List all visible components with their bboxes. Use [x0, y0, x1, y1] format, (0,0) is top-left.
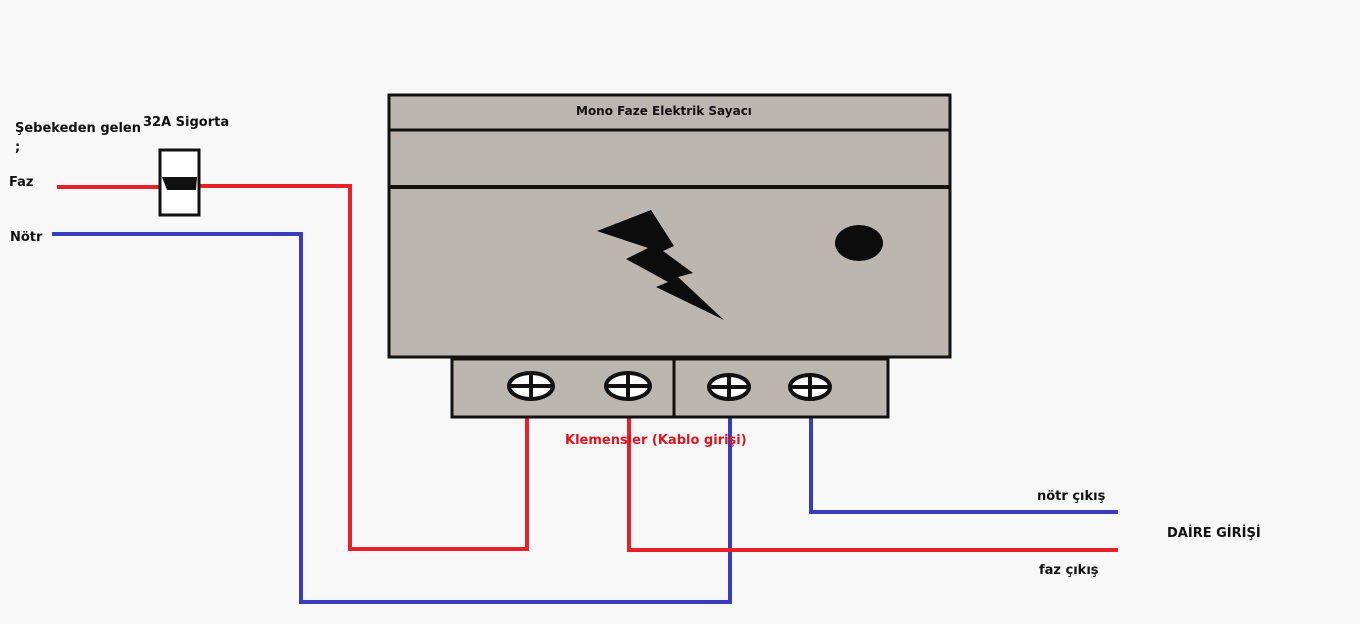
- indicator-dot-icon: [835, 225, 883, 261]
- fuse-switch: [162, 177, 197, 190]
- terminal-screw-icon: [507, 371, 555, 401]
- apartment-label: DAİRE GİRİŞİ: [1167, 526, 1261, 541]
- phase-fused-wire: [198, 184, 529, 551]
- phase-output-wire: [627, 418, 1118, 552]
- lightning-bolt-icon: [597, 210, 724, 320]
- phase-input-label: Faz: [9, 175, 34, 190]
- neutral-output-wire: [809, 418, 1118, 514]
- meter-title: Mono Faze Elektrik Sayacı: [576, 104, 752, 118]
- electric-meter: [387, 93, 952, 359]
- neutral-input-wire: [52, 232, 732, 604]
- terminal-block-right: [672, 357, 890, 419]
- source-label: Şebekeden gelen: [15, 121, 141, 136]
- fuse-label: 32A Sigorta: [143, 115, 230, 130]
- terminal-block: [450, 357, 890, 419]
- terminal-screw-icon: [707, 373, 751, 401]
- neutral-output-label: nötr çıkış: [1037, 489, 1106, 504]
- terminal-screw-icon: [788, 373, 832, 401]
- terminals-label: Klemensler (Kablo girişi): [565, 433, 747, 448]
- neutral-input-label: Nötr: [10, 230, 43, 245]
- source-colon: ;: [15, 140, 21, 155]
- phase-output-label: faz çıkış: [1039, 563, 1099, 578]
- fuse-32a: [158, 148, 201, 217]
- terminal-screw-icon: [604, 371, 652, 401]
